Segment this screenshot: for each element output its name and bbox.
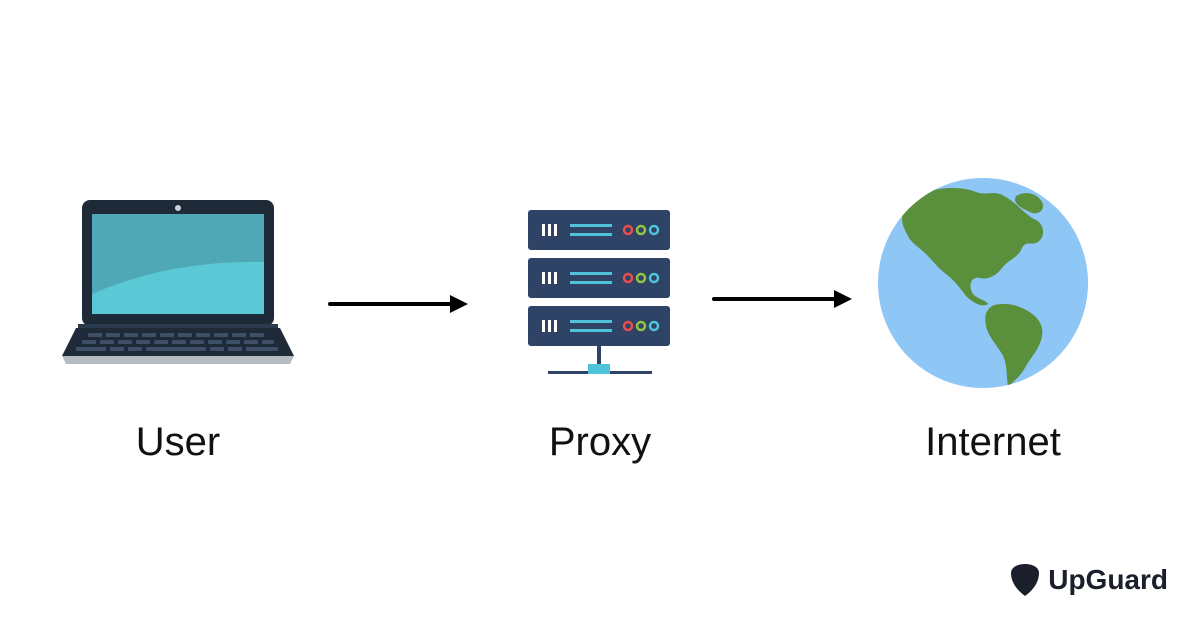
user-label: User [135,420,221,464]
server-icon [528,210,670,374]
laptop-icon [62,200,294,364]
internet-label: Internet [925,420,1061,464]
proxy-label: Proxy [548,420,652,464]
brand-logo: UpGuard [1010,563,1168,597]
arrow-user-to-proxy [328,295,468,313]
brand-name: UpGuard [1048,564,1168,595]
upguard-logo-icon [1011,564,1040,596]
arrow-proxy-to-internet [712,290,852,308]
globe-icon [878,178,1088,388]
